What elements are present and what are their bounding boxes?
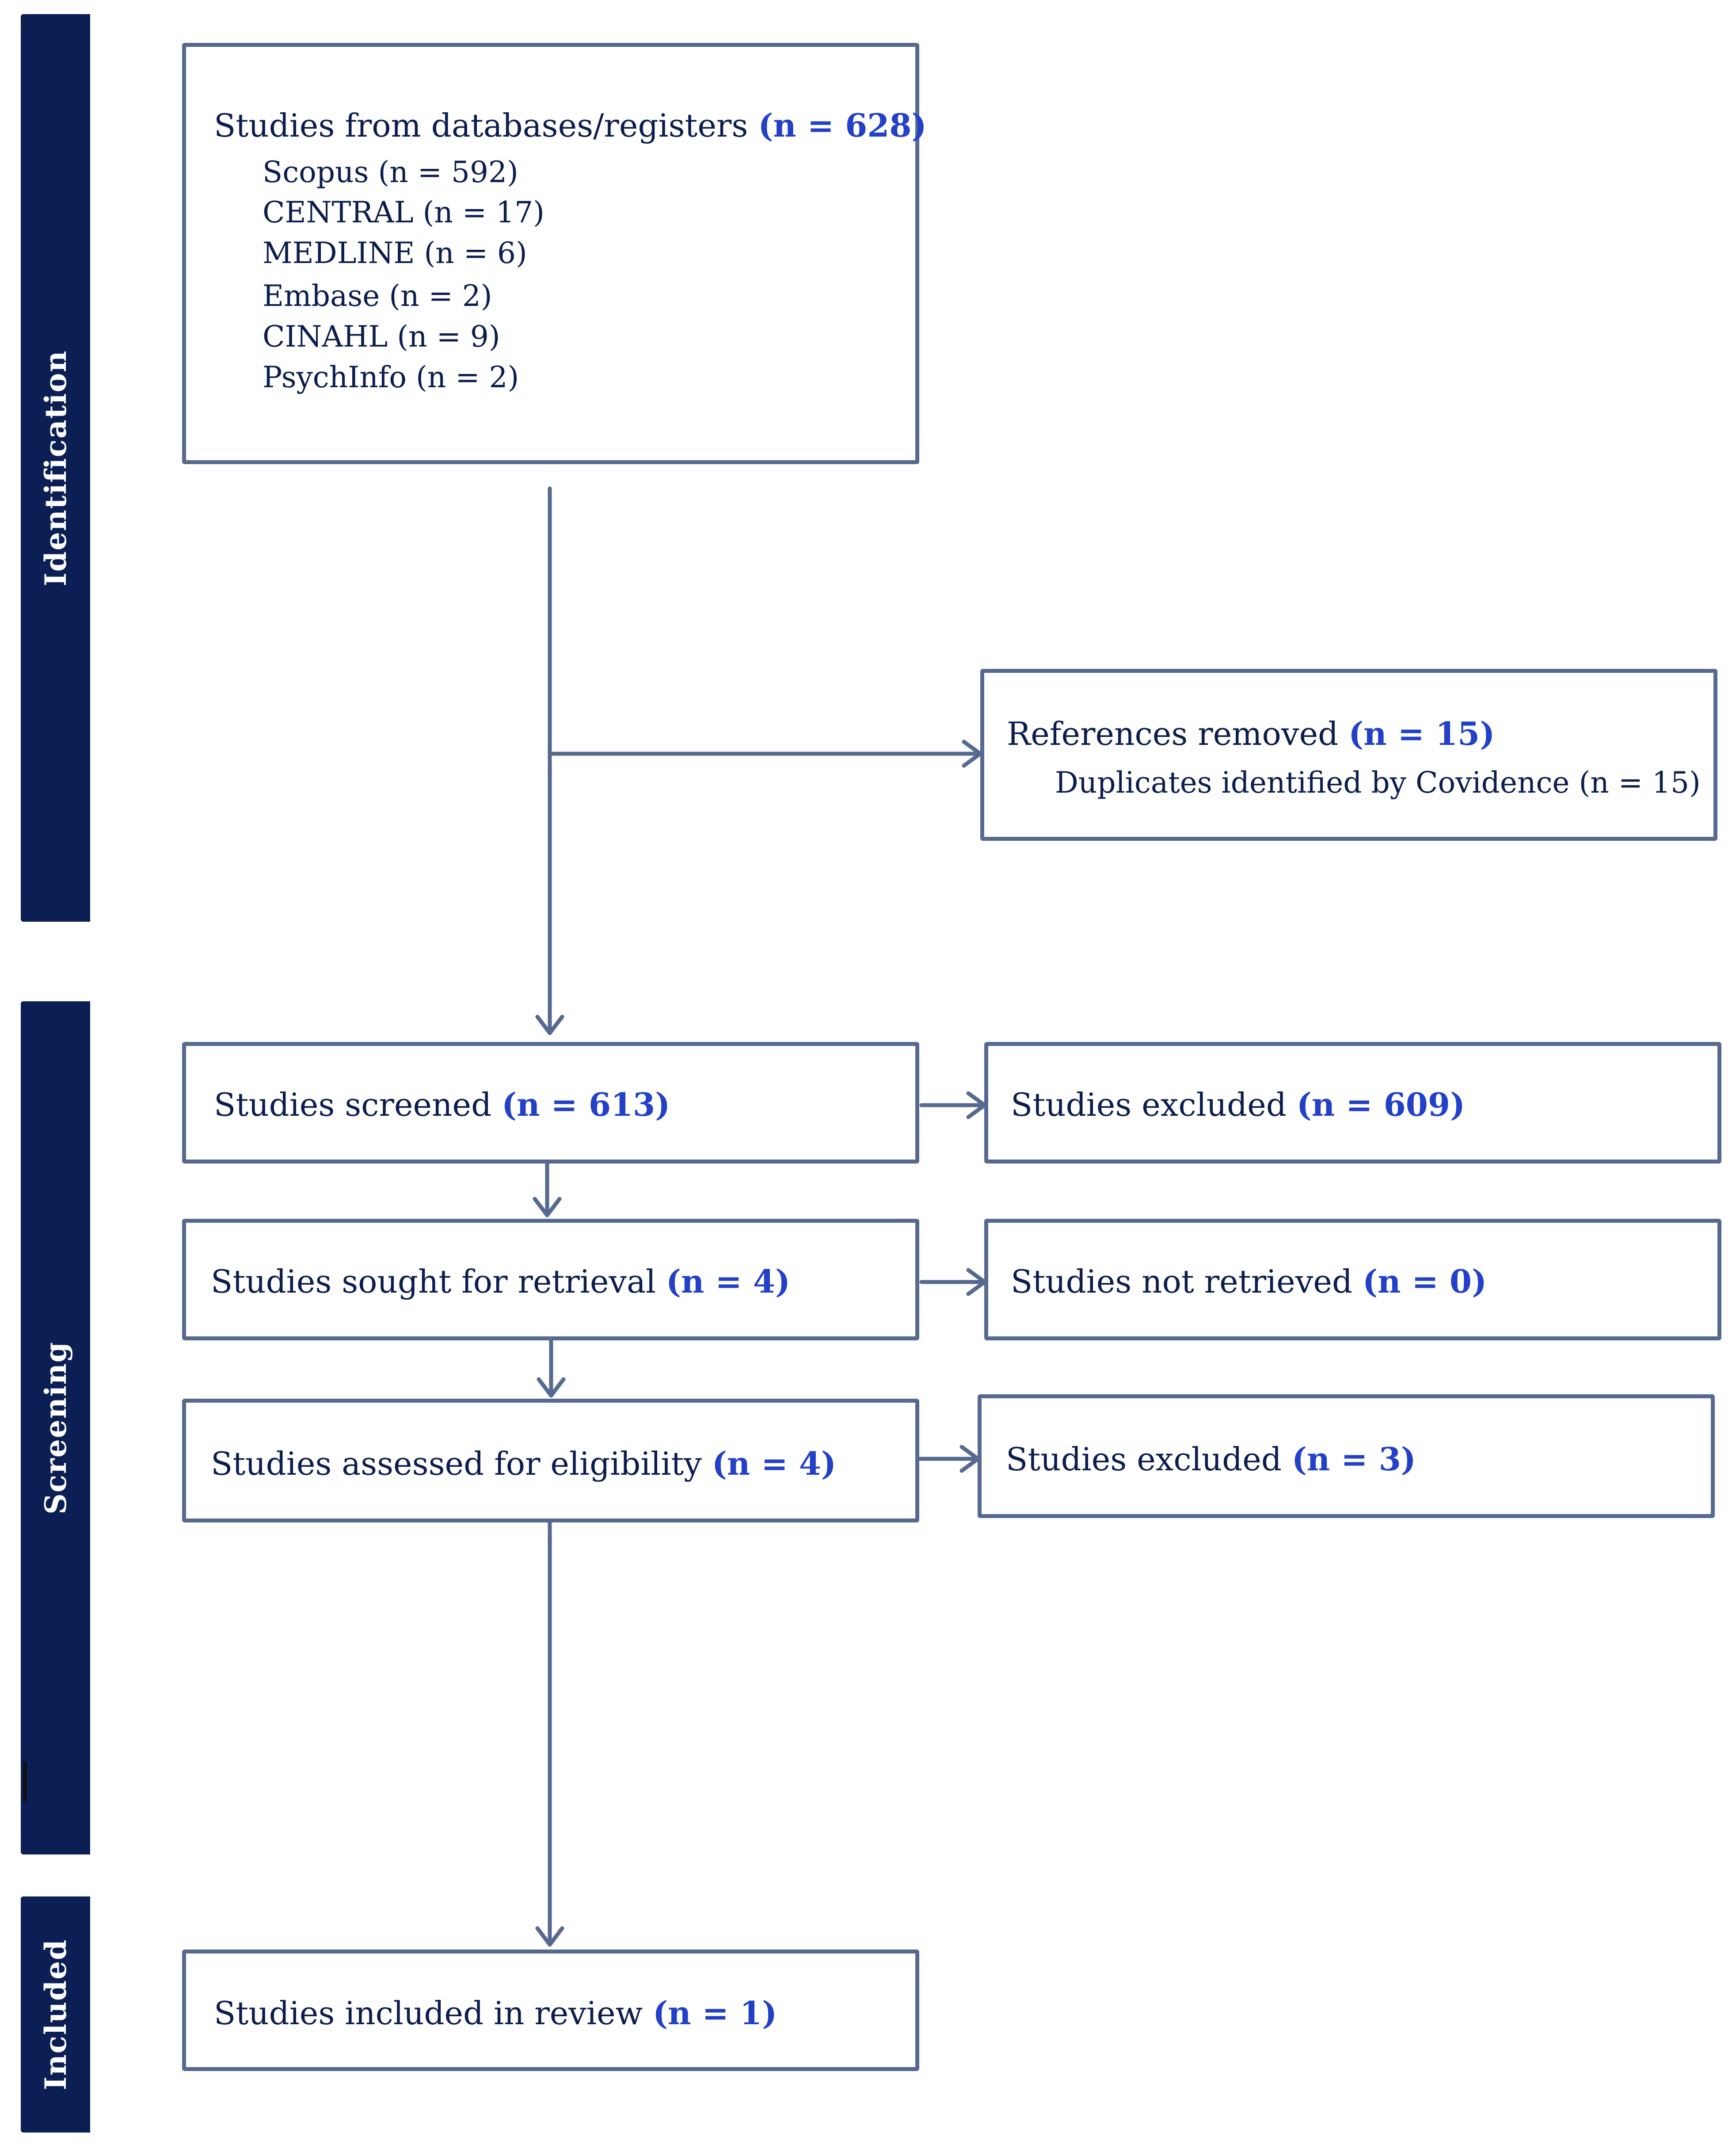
source-medline: MEDLINE (n = 6) <box>263 236 527 270</box>
removed-detail: Duplicates identified by Covidence (n = … <box>1055 766 1701 800</box>
retrieval-count: (n = 4) <box>666 1263 791 1300</box>
included-box: Studies included in review (n = 1) <box>182 1950 919 2071</box>
stray-mark <box>23 1762 27 1801</box>
included-title: Studies included in review (n = 1) <box>214 1994 777 2032</box>
identification-box: Studies from databases/registers (n = 62… <box>182 43 927 464</box>
removed-title: References removed (n = 15) <box>1007 715 1495 752</box>
screened-title: Studies screened (n = 613) <box>214 1086 670 1123</box>
phase-bar-screening: Screening <box>21 1001 90 1854</box>
eligibility-count: (n = 4) <box>712 1445 836 1482</box>
identification-count: (n = 628) <box>758 107 927 144</box>
excluded-eligibility-box: Studies excluded (n = 3) <box>978 1394 1715 1518</box>
source-scopus: Scopus (n = 592) <box>263 155 518 189</box>
retrieval-title: Studies sought for retrieval (n = 4) <box>211 1263 791 1300</box>
phase-bar-included: Included <box>21 1896 90 2133</box>
excluded-screening-title: Studies excluded (n = 609) <box>1011 1086 1466 1123</box>
phase-bar-identification: Identification <box>21 14 90 922</box>
retrieval-box: Studies sought for retrieval (n = 4) <box>182 1219 919 1340</box>
eligibility-title: Studies assessed for eligibility (n = 4) <box>211 1445 836 1482</box>
source-psychinfo: PsychInfo (n = 2) <box>263 360 519 394</box>
excluded-screening-count: (n = 609) <box>1296 1086 1466 1123</box>
excluded-screening-box: Studies excluded (n = 609) <box>984 1042 1721 1164</box>
source-central: CENTRAL (n = 17) <box>263 195 544 229</box>
eligibility-box: Studies assessed for eligibility (n = 4) <box>182 1399 919 1522</box>
screened-count: (n = 613) <box>502 1086 670 1123</box>
screened-box: Studies screened (n = 613) <box>182 1042 919 1164</box>
source-cinahl: CINAHL (n = 9) <box>263 320 500 354</box>
arrowhead-screened <box>535 1015 564 1035</box>
not-retrieved-count: (n = 0) <box>1363 1263 1487 1300</box>
arrowhead-eligibility <box>537 1377 566 1398</box>
included-count: (n = 1) <box>653 1994 777 2032</box>
excluded-eligibility-title: Studies excluded (n = 3) <box>1006 1440 1416 1478</box>
arrowhead-included <box>535 1926 564 1947</box>
arrowhead-retrieval <box>533 1197 562 1217</box>
source-embase: Embase (n = 2) <box>263 279 492 313</box>
removed-count: (n = 15) <box>1348 715 1495 752</box>
excluded-eligibility-count: (n = 3) <box>1291 1440 1416 1478</box>
not-retrieved-box: Studies not retrieved (n = 0) <box>984 1219 1721 1340</box>
not-retrieved-title: Studies not retrieved (n = 0) <box>1011 1263 1487 1300</box>
removed-box: References removed (n = 15) Duplicates i… <box>980 669 1717 841</box>
identification-title: Studies from databases/registers (n = 62… <box>214 107 927 144</box>
